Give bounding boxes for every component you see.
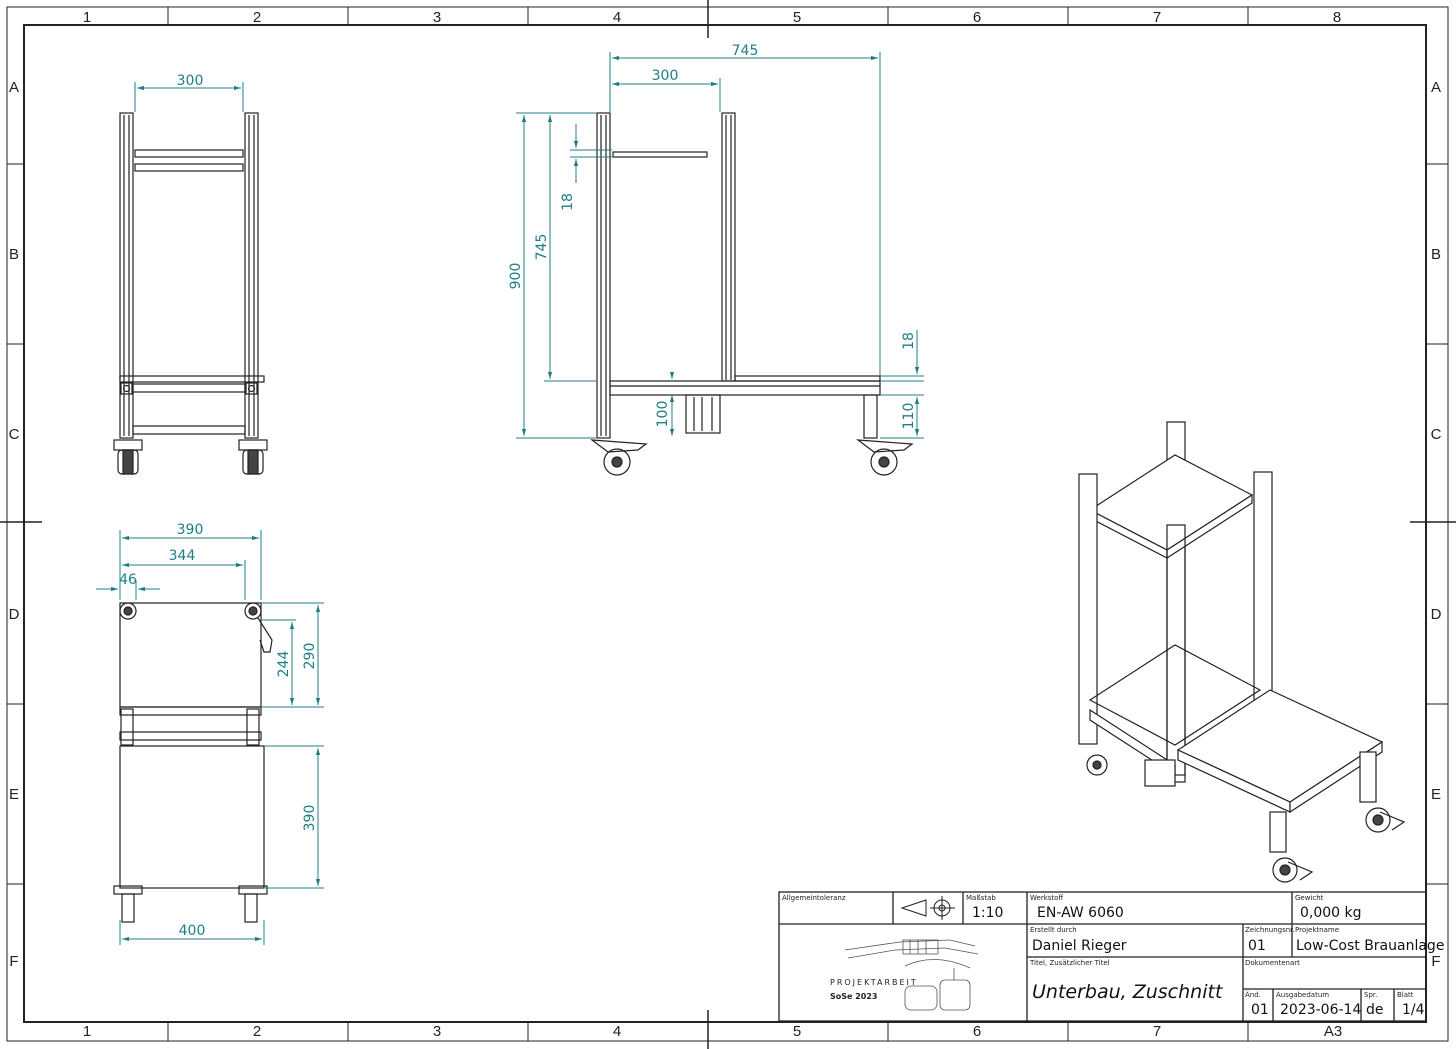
dim-side-leg: 110 [901,403,917,430]
zone-row-d-right: D [1431,606,1442,623]
zone-col-3-bottom: 3 [433,1023,441,1040]
general-tolerance-label: Allgemeintoleranz [782,894,846,902]
dim-plan-width: 390 [177,522,204,538]
sheet-value: 1/4 [1402,1002,1425,1018]
language-label: Spr. [1364,991,1377,999]
zone-col-6: 6 [973,9,981,26]
zone-row-b: B [9,246,19,263]
drawing-title: Unterbau, Zuschnitt [1032,981,1224,1003]
plan-view-dimensions [96,530,324,945]
drawing-number-value: 01 [1248,938,1266,954]
zone-row-f: F [9,953,18,970]
zone-row-e: E [9,786,19,803]
material-value: EN-AW 6060 [1037,905,1124,921]
sheet-frame [6,6,1449,1042]
dim-side-height: 900 [508,263,524,290]
dim-plan-base: 400 [179,923,206,939]
material-label: Werkstoff [1030,894,1063,902]
zone-labels-top: 1 2 3 4 5 6 7 8 [83,9,1341,26]
dim-side-t2: 18 [901,332,917,350]
side-view [590,112,914,476]
isometric-view [1078,421,1406,883]
zone-row-e-right: E [1431,786,1441,803]
zone-row-d: D [9,606,20,623]
zone-labels-bottom: 1 2 3 4 5 6 7 A3 [83,1023,1342,1040]
zone-col-8: 8 [1333,9,1341,26]
dim-plan-depth1-inner: 244 [276,651,292,678]
zone-col-4: 4 [613,9,621,26]
scale-value: 1:10 [972,905,1003,921]
zone-col-6-bottom: 6 [973,1023,981,1040]
zone-row-a-right: A [1431,79,1441,96]
side-view-dimensions [516,52,924,439]
sheet-format: A3 [1324,1023,1342,1040]
zone-row-b-right: B [1431,246,1441,263]
zone-col-5-bottom: 5 [793,1023,801,1040]
zone-row-a: A [9,79,19,96]
project-logo [844,939,979,1011]
sheet-label: Blatt [1397,991,1414,999]
weight-value: 0,000 kg [1300,905,1362,921]
dim-side-top: 300 [652,68,679,84]
zone-col-2: 2 [253,9,261,26]
zone-labels-right: A B C D E F [1431,79,1442,970]
revision-label: Änd. [1245,990,1261,999]
zone-row-c: C [9,426,20,443]
front-view-dimensions [134,82,244,112]
logo-text-line2: SoSe 2023 [830,992,878,1001]
document-type-label: Dokumentenart [1245,959,1300,967]
logo-text-line1: PROJEKTARBEIT [830,978,918,987]
zone-col-7: 7 [1153,9,1161,26]
front-view [113,112,268,475]
zone-col-7-bottom: 7 [1153,1023,1161,1040]
issue-date-label: Ausgabedatum [1276,991,1329,999]
projection-symbol [900,896,955,920]
dim-plan-offset: 46 [119,572,137,588]
dim-side-t1: 18 [560,193,576,211]
drawing-number-label: Zeichnungsnr. [1245,926,1295,934]
weight-label: Gewicht [1295,894,1324,902]
zone-row-c-right: C [1431,426,1442,443]
dim-side-total: 745 [732,43,759,59]
project-name-value: Low-Cost Brauanlage [1296,938,1444,954]
zone-col-1: 1 [83,9,91,26]
zone-row-f-right: F [1431,953,1440,970]
dim-side-bottom: 100 [655,401,671,428]
issue-date-value: 2023-06-14 [1280,1002,1361,1018]
created-by-label: Erstellt durch [1030,926,1077,934]
scale-label: Maßstab [966,894,996,902]
title-block-frame [778,891,1427,1022]
zone-col-2-bottom: 2 [253,1023,261,1040]
dim-side-upper: 745 [534,234,550,261]
dim-plan-depth1: 290 [302,643,318,670]
language-value: de [1366,1002,1384,1018]
zone-col-1-bottom: 1 [83,1023,91,1040]
created-by-value: Daniel Rieger [1032,938,1127,954]
zone-col-3: 3 [433,9,441,26]
dim-plan-inner: 344 [169,548,196,564]
project-name-label: Projektname [1295,926,1339,934]
title-label: Titel, Zusätzlicher Titel [1029,959,1110,967]
dim-front-width: 300 [177,73,204,89]
zone-col-5: 5 [793,9,801,26]
plan-view [113,602,273,923]
revision-value: 01 [1251,1002,1269,1018]
dim-plan-depth2: 390 [302,805,318,832]
zone-col-4-bottom: 4 [613,1023,621,1040]
zone-labels-left: A B C D E F [9,79,20,970]
